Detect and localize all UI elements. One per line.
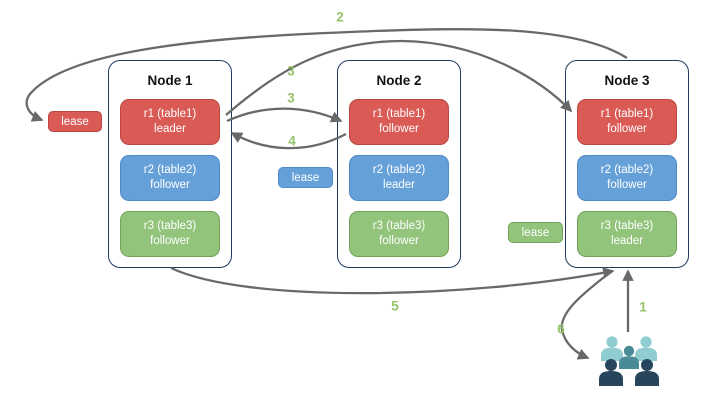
step-label-3a: 3 xyxy=(287,63,295,79)
node-1-range-r3: r3 (table3) follower xyxy=(120,211,220,257)
step-label-3b: 3 xyxy=(287,90,295,106)
node-2-title: Node 2 xyxy=(376,73,422,88)
range-role: follower xyxy=(607,123,647,135)
range-role: follower xyxy=(150,179,190,191)
range-role: follower xyxy=(379,123,419,135)
range-label: r1 (table1) xyxy=(372,108,426,121)
node-2-range-r3: r3 (table3) follower xyxy=(349,211,449,257)
node-3-range-r2: r2 (table2) follower xyxy=(577,155,677,201)
step-label-2: 2 xyxy=(336,9,344,25)
node-2-range-r1: r1 (table1) follower xyxy=(349,99,449,145)
range-role: leader xyxy=(154,123,186,135)
range-role: follower xyxy=(607,179,647,191)
node-2-range-r2: r2 (table2) leader xyxy=(349,155,449,201)
node-1-box: Node 1 r1 (table1) leader r2 (table2) fo… xyxy=(108,60,232,268)
lease-tag-r3: lease xyxy=(508,222,563,243)
lease-tag-r2: lease xyxy=(278,167,333,188)
step-label-1: 1 xyxy=(639,299,647,315)
users-icon xyxy=(599,336,659,386)
node-3-range-r3: r3 (table3) leader xyxy=(577,211,677,257)
step-label-5: 5 xyxy=(391,298,399,314)
node-2-box: Node 2 r1 (table1) follower r2 (table2) … xyxy=(337,60,461,268)
arrow-step-3-to-node2 xyxy=(226,107,343,123)
range-role: follower xyxy=(150,235,190,247)
node-1-range-r2: r2 (table2) follower xyxy=(120,155,220,201)
range-label: r1 (table1) xyxy=(600,108,654,121)
lease-tag-r1: lease xyxy=(48,111,102,132)
range-label: r2 (table2) xyxy=(143,164,197,177)
arrow-step-5 xyxy=(170,266,615,295)
node-1-range-r1: r1 (table1) leader xyxy=(120,99,220,145)
range-role: leader xyxy=(383,179,415,191)
node-3-box: Node 3 r1 (table1) follower r2 (table2) … xyxy=(565,60,689,268)
range-label: r1 (table1) xyxy=(143,108,197,121)
range-label: r2 (table2) xyxy=(372,164,426,177)
step-label-6: 6 xyxy=(557,321,565,337)
node-3-title: Node 3 xyxy=(604,73,650,88)
range-label: r3 (table3) xyxy=(600,220,654,233)
node-1-title: Node 1 xyxy=(147,73,193,88)
node-3-range-r1: r1 (table1) follower xyxy=(577,99,677,145)
step-label-4: 4 xyxy=(288,133,296,149)
range-role: follower xyxy=(379,235,419,247)
range-label: r3 (table3) xyxy=(372,220,426,233)
range-label: r2 (table2) xyxy=(600,164,654,177)
range-label: r3 (table3) xyxy=(143,220,197,233)
range-role: leader xyxy=(611,235,643,247)
